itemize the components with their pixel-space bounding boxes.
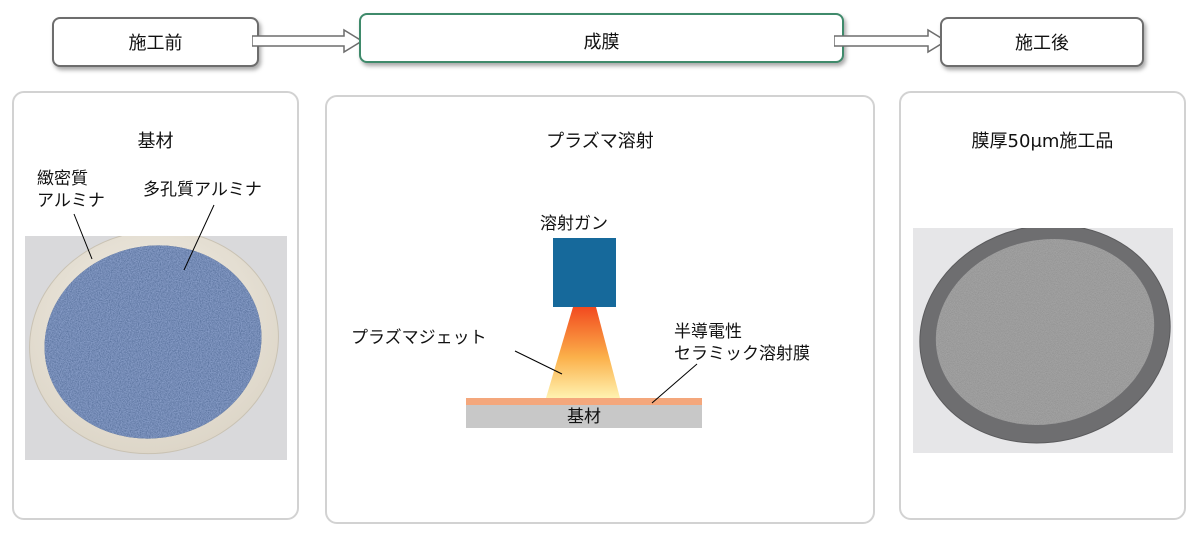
product-photo: [913, 228, 1173, 453]
step-process: 成膜: [359, 13, 844, 63]
step-process-label: 成膜: [583, 32, 620, 53]
spray-gun: [553, 238, 616, 307]
flow-arrow-right-icon: [834, 28, 948, 54]
step-after-label: 施工後: [1015, 33, 1069, 54]
substrate-photo: [25, 236, 287, 460]
porous-alumina-label: 多孔質アルミナ: [143, 180, 262, 200]
substrate-leader-lines: [73, 204, 215, 271]
film-leader-line: [651, 363, 698, 404]
flow-arrow-right-icon: [252, 28, 364, 54]
substrate-block: [466, 405, 702, 428]
plasma-jet-label: プラズマジェット: [351, 328, 487, 348]
ceramic-film-label: 半導電性 セラミック溶射膜: [674, 321, 810, 365]
dense-alumina-label: 緻密質 アルミナ: [37, 168, 105, 212]
step-before-label: 施工前: [128, 33, 183, 54]
plasma-diagram: [466, 238, 702, 428]
step-after: 施工後: [940, 17, 1144, 67]
dense-alumina-label-line1: 緻密質: [37, 169, 88, 189]
jet-leader-line: [514, 350, 563, 375]
substrate-block-label: 基材: [567, 407, 601, 427]
substrate-title: 基材: [137, 131, 174, 152]
ceramic-film: [466, 398, 702, 405]
ceramic-film-label-line2: セラミック溶射膜: [674, 344, 810, 364]
plasma-title: プラズマ溶射: [546, 131, 654, 152]
ceramic-film-label-line1: 半導電性: [674, 322, 742, 342]
dense-alumina-label-line2: アルミナ: [37, 191, 105, 211]
plasma-jet: [546, 307, 620, 398]
step-before: 施工前: [52, 17, 259, 67]
plasma-panel: [325, 95, 875, 524]
product-title: 膜厚50μm施工品: [971, 131, 1114, 152]
gun-label: 溶射ガン: [540, 214, 608, 234]
